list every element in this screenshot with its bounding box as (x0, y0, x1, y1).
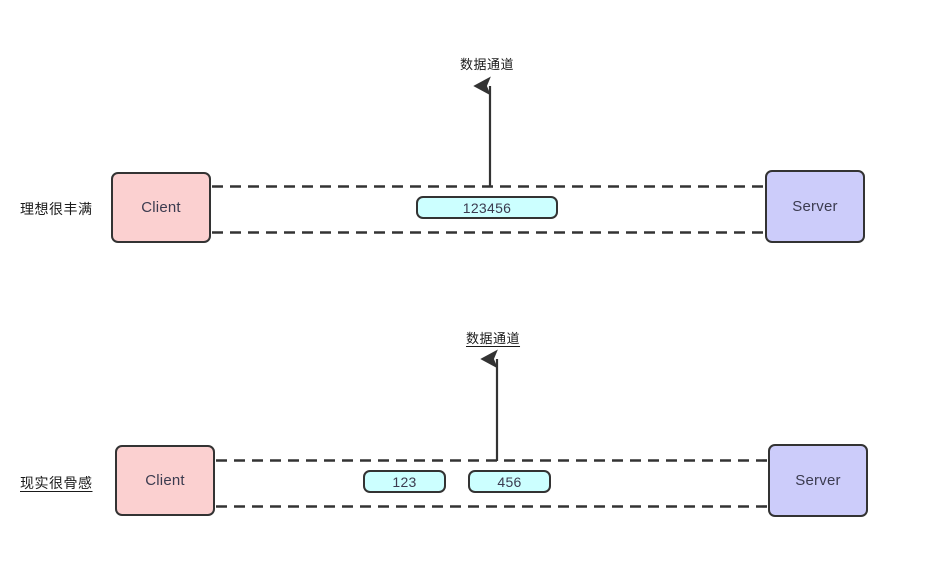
ideal-packet-123456[interactable]: 123456 (416, 196, 558, 219)
reality-packet-456[interactable]: 456 (468, 470, 551, 493)
ideal-server-node[interactable]: Server (765, 170, 865, 243)
ideal-channel-label: 数据通道 (460, 58, 515, 73)
reality-channel-label: 数据通道 (466, 332, 521, 347)
ideal-packet-value: 123456 (462, 199, 512, 216)
ideal-client-label: Client (141, 199, 181, 216)
reality-packet-value: 123 (392, 473, 417, 490)
reality-client-node[interactable]: Client (115, 445, 215, 516)
reality-packet-value: 456 (497, 473, 522, 490)
reality-server-label: Server (795, 472, 841, 489)
section-label-ideal: 理想很丰满 (20, 202, 93, 218)
reality-client-label: Client (145, 472, 185, 489)
ideal-server-label: Server (792, 198, 838, 215)
section-label-reality: 现实很骨感 (20, 476, 93, 492)
ideal-client-node[interactable]: Client (111, 172, 211, 243)
reality-packet-123[interactable]: 123 (363, 470, 446, 493)
reality-server-node[interactable]: Server (768, 444, 868, 517)
